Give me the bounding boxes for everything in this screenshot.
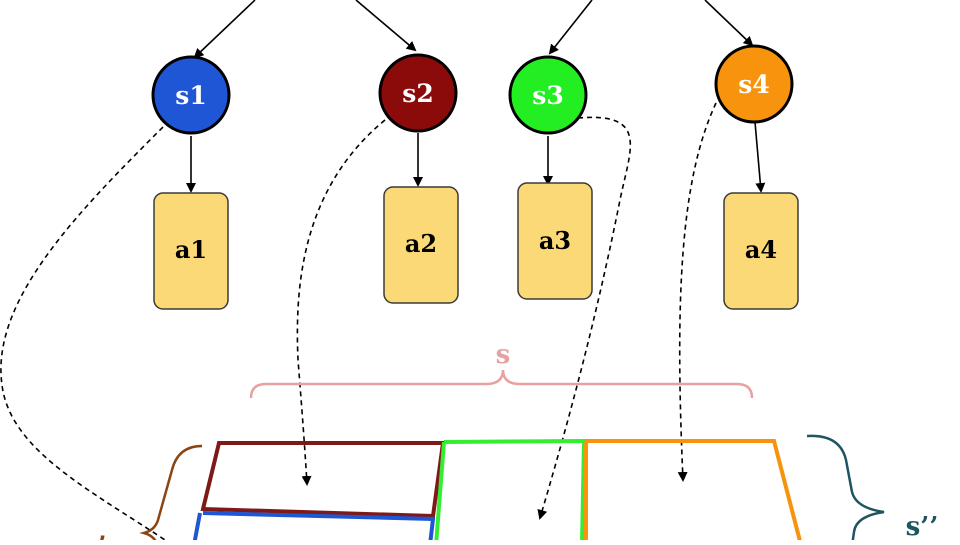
action-a4: a4 (723, 192, 799, 310)
action-a4-box (723, 192, 799, 310)
dashed-s2-to-red-row (296, 119, 386, 486)
state-s4: s4 (714, 44, 794, 124)
state-s3-node (508, 55, 588, 135)
state-s2: s2 (378, 53, 458, 133)
brace-s-double-prime-label: s’’ (906, 512, 939, 540)
state-s4-node (714, 44, 794, 124)
cell-s4-orange (584, 439, 803, 545)
action-a3-label: a3 (539, 226, 571, 255)
state-s1-node (151, 55, 231, 135)
edge-top-to-s3 (548, 0, 593, 55)
incoming-edges (193, 0, 754, 59)
state-table (192, 438, 803, 545)
edge-top-to-s4 (704, 0, 754, 47)
brace-s-double-prime-shape (806, 434, 885, 545)
cell-s3-green (434, 438, 587, 545)
action-edges (186, 121, 766, 193)
brace-s-prime-label: s’ (81, 530, 107, 540)
state-s2-node (378, 53, 458, 133)
state-s2-label: s2 (402, 79, 433, 108)
edge-top-to-s1 (193, 0, 256, 59)
brace-s-label: s (496, 340, 511, 370)
dashed-s1-to-blue-row (0, 126, 166, 541)
action-a2: a2 (383, 186, 459, 304)
action-a3: a3 (517, 182, 593, 300)
brace-s-prime: s’ (81, 444, 203, 545)
state-s1: s1 (151, 55, 231, 135)
brace-s-shape (249, 369, 754, 399)
state-s3-label: s3 (532, 81, 563, 110)
action-a1-label: a1 (175, 235, 207, 264)
action-a2-box (383, 186, 459, 304)
dashed-edges (0, 102, 717, 541)
brace-s-prime-shape (139, 444, 203, 545)
action-a3-box (517, 182, 593, 300)
edge-top-to-s2 (355, 0, 417, 52)
dashed-s3-to-green-cell (537, 116, 632, 520)
edge-s4-a4 (754, 121, 766, 193)
dashed-s4-to-orange-cell (677, 102, 717, 482)
cell-s1-blue (192, 511, 436, 545)
action-a1: a1 (153, 192, 229, 310)
action-a2-label: a2 (405, 229, 437, 258)
brace-s: s (249, 340, 754, 399)
state-s4-label: s4 (738, 70, 769, 99)
state-s3: s3 (508, 55, 588, 135)
action-a1-box (153, 192, 229, 310)
action-a4-label: a4 (745, 235, 777, 264)
state-s1-label: s1 (175, 81, 206, 110)
cell-s2-red (200, 441, 446, 519)
brace-s-double-prime: s’’ (806, 434, 939, 545)
